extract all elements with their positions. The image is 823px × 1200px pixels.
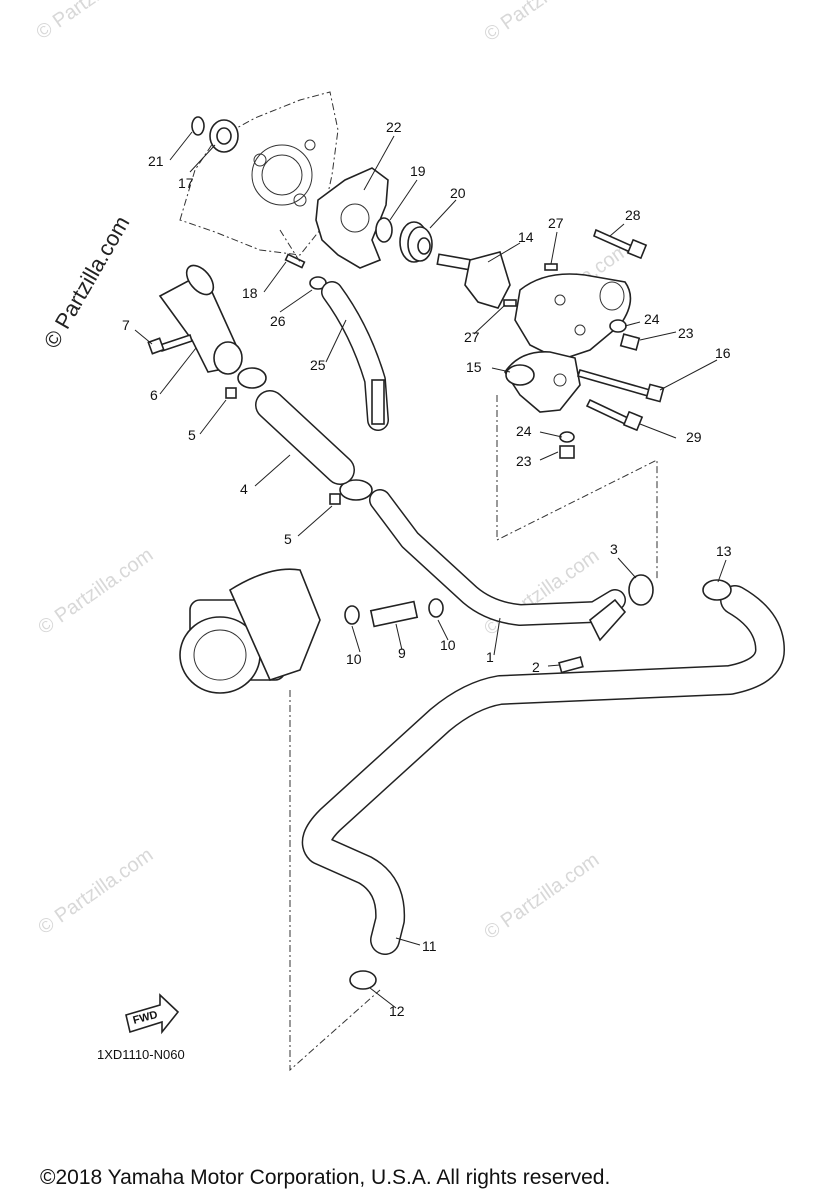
callout-24-lower: 24 xyxy=(516,423,532,439)
leader-lines xyxy=(134,131,727,1009)
callout-1: 1 xyxy=(486,649,494,665)
part-25-hose xyxy=(321,281,389,431)
part-5-clamp-lower xyxy=(329,479,373,505)
watermark: © Partzilla.com xyxy=(34,844,157,939)
part-1-pipe xyxy=(369,489,627,642)
callout-12: 12 xyxy=(389,1003,405,1019)
callout-7: 7 xyxy=(122,317,130,333)
watermark: © Partzilla.com xyxy=(480,0,603,46)
callout-27-lower: 27 xyxy=(464,329,480,345)
part-20-mechanical-seal xyxy=(399,221,433,263)
callouts: 21 17 22 19 20 14 27 28 18 26 25 27 24 2… xyxy=(122,119,732,1019)
part-5-clamp xyxy=(225,367,267,399)
part-11-hose xyxy=(301,585,785,955)
part-24-washer-lower xyxy=(559,431,575,443)
callout-4: 4 xyxy=(240,481,248,497)
callout-23: 23 xyxy=(678,325,694,341)
callout-15: 15 xyxy=(466,359,482,375)
part-24-washer xyxy=(609,319,627,333)
copyright-text: ©2018 Yamaha Motor Corporation, U.S.A. A… xyxy=(40,1166,610,1189)
callout-16: 16 xyxy=(715,345,731,361)
part-19-seal xyxy=(375,217,393,243)
callout-27: 27 xyxy=(548,215,564,231)
callout-13: 13 xyxy=(716,543,732,559)
callout-3: 3 xyxy=(610,541,618,557)
callout-19: 19 xyxy=(410,163,426,179)
water-pump-housing xyxy=(514,273,632,361)
callout-17: 17 xyxy=(178,175,194,191)
callout-14: 14 xyxy=(518,229,534,245)
part-12-clamp xyxy=(349,970,377,990)
callout-21: 21 xyxy=(148,153,164,169)
fwd-arrow-icon: FWD xyxy=(125,993,180,1035)
part-16-bolt xyxy=(576,369,665,403)
part-4-hose xyxy=(255,390,355,485)
oil-cooler xyxy=(179,568,321,694)
watermark-main: © Partzilla.com xyxy=(39,212,135,353)
callout-22: 22 xyxy=(386,119,402,135)
callout-6: 6 xyxy=(150,387,158,403)
part-17-bearing xyxy=(209,119,239,153)
part-28-bolt xyxy=(593,228,648,260)
callout-25: 25 xyxy=(310,357,326,373)
part-10-clamp-right xyxy=(428,598,444,618)
watermark: © Partzilla.com xyxy=(32,0,155,44)
watermark: © Partzilla.com xyxy=(480,849,603,944)
callout-18: 18 xyxy=(242,285,258,301)
diagram-code: 1XD1110-N060 xyxy=(97,1047,185,1062)
part-22-gasket xyxy=(315,167,389,269)
callout-28: 28 xyxy=(625,207,641,223)
callout-20: 20 xyxy=(450,185,466,201)
callout-2: 2 xyxy=(532,659,540,675)
callout-29: 29 xyxy=(686,429,702,445)
part-9-hose xyxy=(369,600,419,628)
part-13-clamp xyxy=(702,579,732,601)
callout-26: 26 xyxy=(270,313,286,329)
part-23-bolt-lower xyxy=(559,445,575,459)
part-23-bolt xyxy=(619,333,641,351)
watermark: © Partzilla.com xyxy=(34,544,157,639)
part-10-clamp xyxy=(344,605,360,625)
part-3-oring xyxy=(628,574,654,606)
crankcase-cover xyxy=(179,91,339,256)
reference-lines xyxy=(279,229,658,1072)
callout-10-right: 10 xyxy=(440,637,456,653)
part-7-bolt xyxy=(147,333,194,355)
part-2-bolt xyxy=(558,656,584,674)
part-18-pin xyxy=(284,253,306,269)
callout-23-lower: 23 xyxy=(516,453,532,469)
callout-24: 24 xyxy=(644,311,660,327)
callout-5-lower: 5 xyxy=(284,531,292,547)
part-21-circlip xyxy=(191,116,205,136)
callout-11: 11 xyxy=(422,938,437,954)
callout-5: 5 xyxy=(188,427,196,443)
part-14-impeller xyxy=(436,251,511,309)
callout-10: 10 xyxy=(346,651,362,667)
part-29-bolt xyxy=(585,398,644,432)
part-15-elbow xyxy=(504,351,581,413)
oring-part xyxy=(185,264,215,296)
callout-9: 9 xyxy=(398,645,406,661)
